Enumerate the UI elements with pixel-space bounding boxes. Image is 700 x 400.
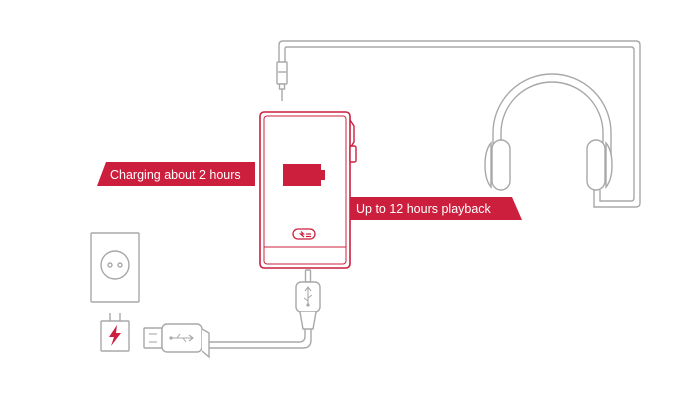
charging-time-label: Charging about 2 hours — [110, 168, 241, 182]
battery-icon — [283, 164, 325, 186]
usb-plug-icon — [143, 323, 210, 359]
headphone-cable — [278, 40, 641, 208]
usb-c-plug-icon — [295, 269, 321, 330]
wall-outlet-icon — [90, 232, 140, 303]
lightning-bolt-icon — [109, 325, 121, 346]
media-player-icon — [259, 111, 357, 269]
headphones-icon — [484, 73, 613, 191]
usb-cable — [209, 329, 312, 349]
charging-time-callout: Charging about 2 hours — [97, 162, 255, 186]
playback-time-callout: Up to 12 hours playback — [350, 197, 522, 220]
charging-badge-icon — [292, 228, 316, 240]
playback-time-label: Up to 12 hours playback — [356, 202, 492, 216]
headphone-jack-icon — [276, 61, 288, 101]
